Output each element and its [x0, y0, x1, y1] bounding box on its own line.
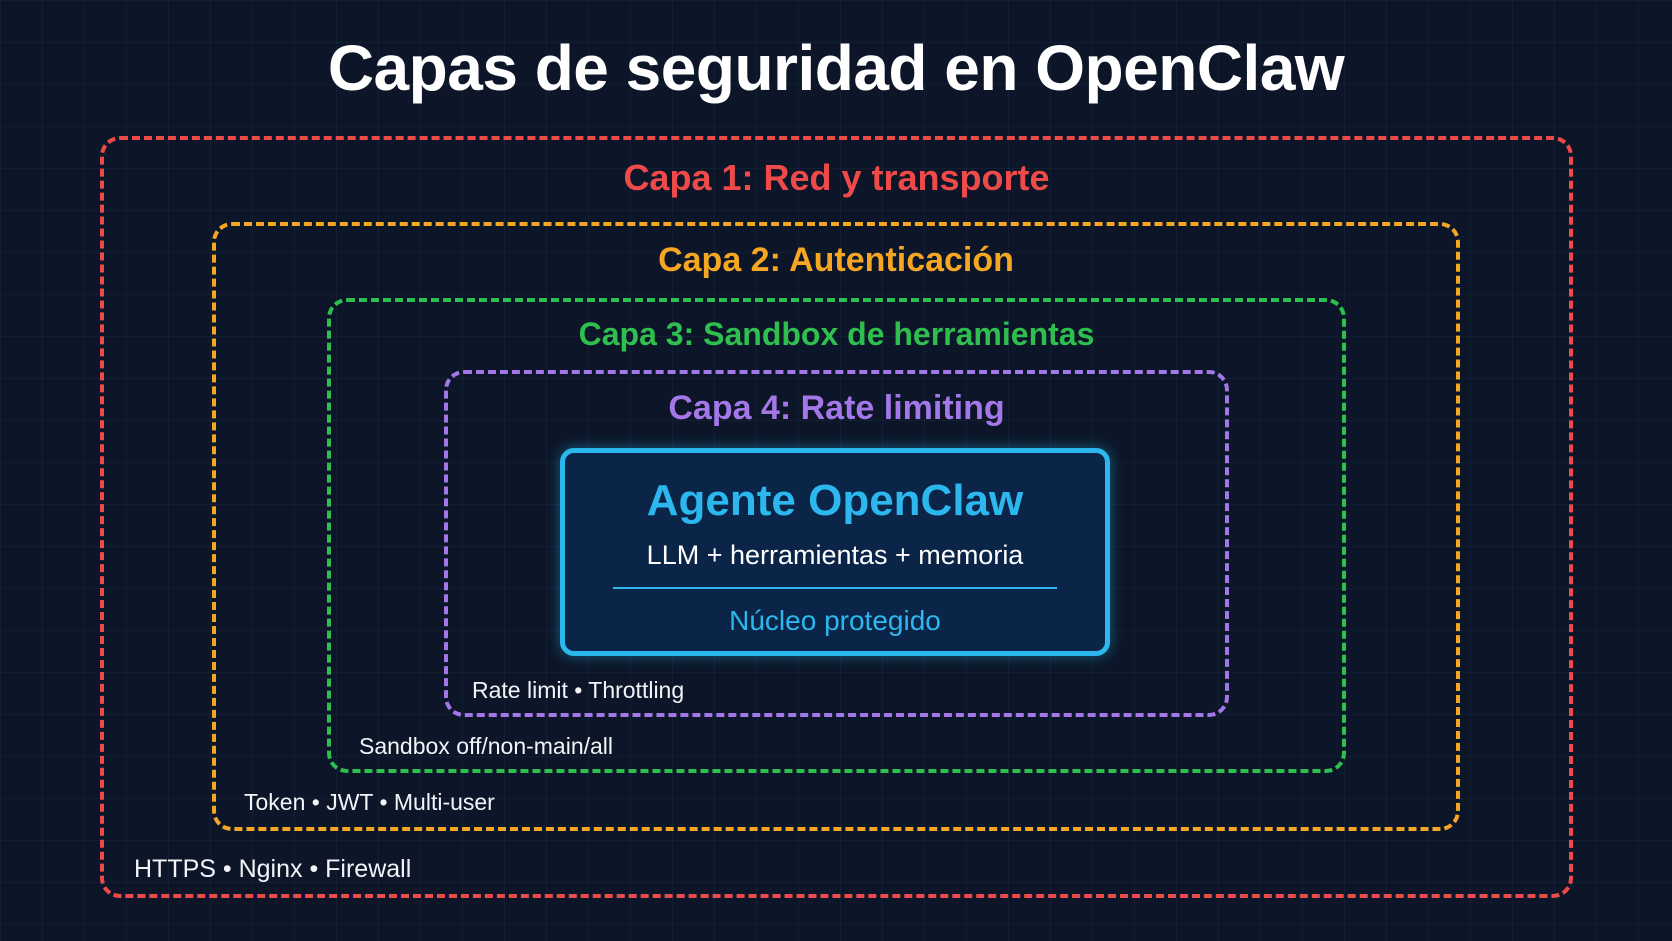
- core-divider: [613, 587, 1057, 589]
- layer-2-authentication: Capa 2: Autenticación Token • JWT • Mult…: [212, 222, 1460, 831]
- layer-1-note: HTTPS • Nginx • Firewall: [134, 855, 412, 883]
- layer-4-title: Capa 4: Rate limiting: [668, 389, 1005, 427]
- layer-2-note: Token • JWT • Multi-user: [244, 789, 495, 815]
- layer-3-note: Sandbox off/non-main/all: [359, 733, 614, 759]
- layer-4-rate-limiting: Capa 4: Rate limiting Rate limit • Throt…: [444, 370, 1229, 717]
- layer-3-title: Capa 3: Sandbox de herramientas: [578, 316, 1095, 352]
- core-agent-box: Agente OpenClaw LLM + herramientas + mem…: [560, 448, 1110, 656]
- layer-2-title: Capa 2: Autenticación: [658, 241, 1014, 279]
- layer-1-network-transport: Capa 1: Red y transporte HTTPS • Nginx •…: [100, 136, 1573, 898]
- layer-4-note: Rate limit • Throttling: [472, 677, 685, 703]
- core-subtitle: LLM + herramientas + memoria: [646, 540, 1024, 570]
- core-title: Agente OpenClaw: [646, 476, 1024, 525]
- core-footer: Núcleo protegido: [729, 605, 941, 636]
- diagram-title: Capas de seguridad en OpenClaw: [327, 32, 1345, 104]
- layer-3-tool-sandbox: Capa 3: Sandbox de herramientas Sandbox …: [327, 298, 1346, 773]
- layer-1-title: Capa 1: Red y transporte: [623, 157, 1050, 198]
